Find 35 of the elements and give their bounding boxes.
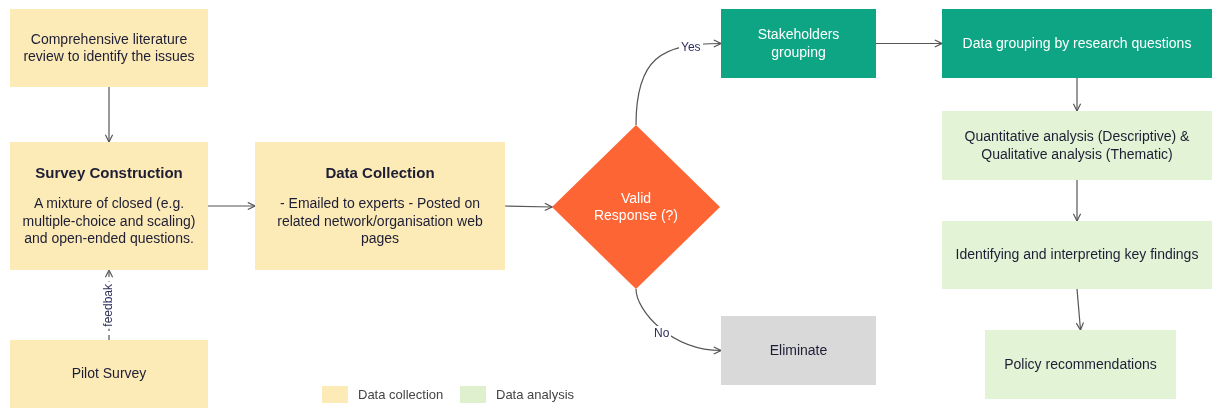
box-text: Policy recommendations: [1004, 355, 1157, 374]
decision-diamond: [552, 125, 720, 289]
process-box: [10, 9, 208, 87]
box-text: Valid Response (?): [592, 189, 679, 225]
process-box: [721, 316, 876, 385]
arrow: [1072, 179, 1082, 222]
process-box: [721, 9, 876, 78]
legend-label: Data collection: [358, 387, 444, 402]
arrow: [207, 201, 256, 211]
arrow: [635, 39, 722, 126]
process-box: [942, 221, 1212, 289]
box-heading: Survey Construction: [35, 164, 183, 184]
arrow: [104, 86, 114, 143]
arrow: [1075, 288, 1085, 331]
box-text: Quantitative analysis (Descriptive) & Qualitative analysis (Thematic): [963, 128, 1191, 163]
arrow: [635, 288, 722, 355]
process-box: [10, 340, 208, 408]
arrow: [1072, 77, 1082, 112]
box-body-text: A mixture of closed (e.g. multiple-choice and scaling) and open-ended questions.: [21, 195, 197, 248]
process-box: [942, 9, 1212, 78]
box-body-text: - Emailed to experts - Posted on related network/organisation web pages: [276, 195, 484, 248]
process-box: [985, 330, 1176, 399]
process-box: [255, 142, 505, 270]
box-text: Data grouping by research questions: [962, 34, 1192, 53]
arrow: [875, 39, 943, 48]
box-heading: Data Collection: [325, 164, 435, 184]
arrow: [504, 202, 553, 212]
process-box: [10, 142, 208, 270]
box-text: Stakeholders grouping: [756, 26, 841, 61]
box-text: Eliminate: [769, 341, 828, 360]
box-text: Identifying and interpreting key findings: [955, 246, 1199, 264]
box-text: Pilot Survey: [71, 365, 147, 383]
box-text: Comprehensive literature review to identify the issues: [22, 30, 196, 66]
legend-label: Data analysis: [496, 387, 575, 402]
process-box: [942, 111, 1212, 180]
